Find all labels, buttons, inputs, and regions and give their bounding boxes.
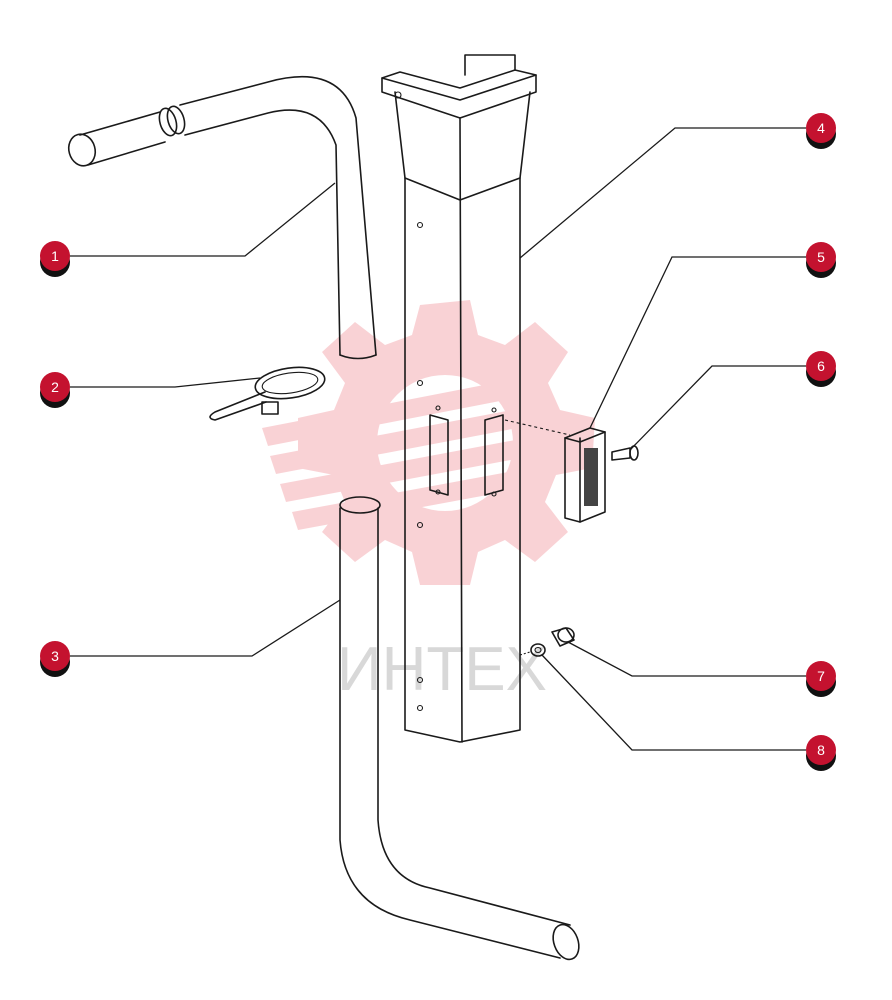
callout-label-1: 1: [51, 248, 59, 264]
watermark-text: ИНТЕХ: [337, 635, 547, 704]
callout-label-8: 8: [817, 742, 825, 758]
callout-4[interactable]: 4: [806, 113, 836, 149]
part-4-post: [381, 54, 537, 743]
part-6-screw: [611, 445, 639, 461]
leader-7: [567, 641, 806, 677]
leader-lines: [70, 127, 806, 751]
callout-label-4: 4: [817, 120, 825, 136]
callout-label-3: 3: [51, 648, 59, 664]
part-8-washer: [519, 643, 546, 657]
leader-2: [70, 377, 261, 388]
callout-2[interactable]: 2: [40, 372, 70, 408]
part-7-bolt: [551, 627, 575, 647]
leader-5: [589, 256, 806, 429]
watermark-speed-lines: [262, 378, 536, 530]
part-3-lower-tube: [339, 496, 580, 961]
part-1-upper-tube: [67, 75, 377, 360]
callout-1[interactable]: 1: [40, 241, 70, 277]
callout-3[interactable]: 3: [40, 641, 70, 677]
callout-6[interactable]: 6: [806, 351, 836, 387]
leader-1: [70, 182, 336, 257]
leader-4: [519, 127, 806, 259]
leader-3: [70, 599, 341, 657]
watermark-logo: [262, 300, 595, 585]
callout-5[interactable]: 5: [806, 242, 836, 278]
part-2-cable-tie: [209, 366, 326, 421]
leader-6: [629, 365, 806, 451]
callout-label-5: 5: [817, 249, 825, 265]
callout-8[interactable]: 8: [806, 735, 836, 771]
callout-label-6: 6: [817, 358, 825, 374]
callout-label-7: 7: [817, 668, 825, 684]
leader-8: [541, 654, 806, 751]
callout-label-2: 2: [51, 379, 59, 395]
callout-7[interactable]: 7: [806, 661, 836, 697]
